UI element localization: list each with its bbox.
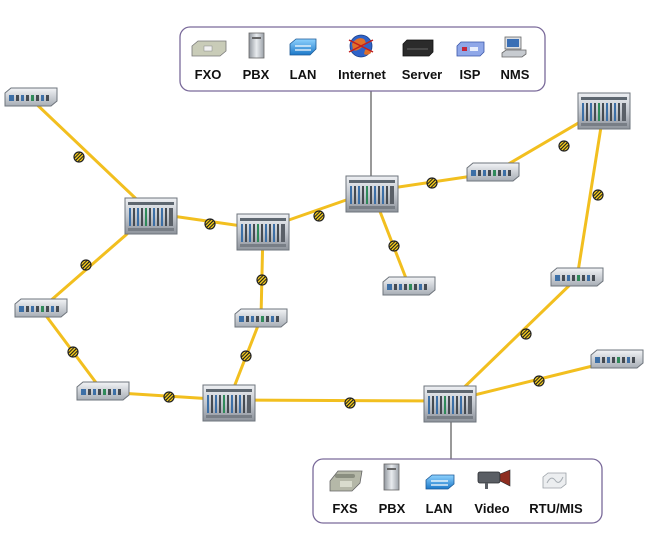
nms-item[interactable]: NMS [501,36,530,82]
link-marker [204,218,216,230]
network-node[interactable] [234,308,288,328]
rtu-mis-item[interactable]: RTU/MIS [529,472,583,516]
link-marker [67,346,79,358]
link-marker [558,140,570,152]
pbx-item[interactable]: PBX [243,32,270,82]
network-node[interactable] [382,276,436,296]
pbx-icon [248,32,265,59]
fxs-label: FXS [332,501,358,516]
isp-router-icon [456,41,485,57]
nms-label: NMS [501,67,530,82]
link-marker [426,177,438,189]
video-camera-icon [477,469,511,489]
link [227,398,452,403]
link-marker [80,259,92,271]
lan-label: LAN [290,67,317,82]
network-links [28,96,619,403]
network-node[interactable] [577,92,631,130]
lan-switch-icon [425,474,455,490]
link-marker [533,375,545,387]
isp-label: ISP [460,67,481,82]
video-label: Video [474,501,509,516]
pbx-label: PBX [243,67,270,82]
link-marker [388,240,400,252]
pbx-label: PBX [379,501,406,516]
top-services-panel: FXO PBX LAN [179,26,546,92]
network-node[interactable] [466,162,520,182]
link-markers [67,140,604,409]
network-node[interactable] [202,384,256,422]
network-node[interactable] [4,87,58,107]
network-node[interactable] [236,213,290,251]
bottom-services-panel: FXS PBX LAN Video [312,458,603,524]
fxo-item[interactable]: FXO [191,40,227,82]
pbx-item[interactable]: PBX [379,463,406,516]
internet-item[interactable]: Internet [338,34,387,82]
rtu-mis-icon [542,472,567,489]
fxo-icon [191,40,227,57]
lan-item[interactable]: LAN [289,38,317,82]
fxo-label: FXO [195,67,222,82]
link [28,96,153,215]
link-marker [240,350,252,362]
network-node[interactable] [590,349,644,369]
server-label: Server [402,67,442,82]
top-panel-frame [179,26,546,92]
rtu-mis-label: RTU/MIS [529,501,583,516]
lan-label: LAN [426,501,453,516]
pbx-icon [383,463,400,491]
fxs-item[interactable]: FXS [329,470,363,516]
lan-switch-icon [289,38,317,56]
network-node[interactable] [124,197,178,235]
network-node[interactable] [550,267,604,287]
link-marker [592,189,604,201]
isp-item[interactable]: ISP [456,41,485,82]
network-node-hub[interactable] [423,385,477,423]
link-marker [313,210,325,222]
link-marker [163,391,175,403]
internet-label: Internet [338,67,386,82]
link [575,106,606,280]
fxs-phone-icon [329,470,363,492]
link-marker [73,151,85,163]
server-item[interactable]: Server [402,39,442,82]
network-node[interactable] [14,298,68,318]
network-node[interactable] [76,381,130,401]
internet-globe-icon [348,34,374,58]
server-icon [402,39,434,57]
link [448,276,579,403]
link-marker [344,397,356,409]
video-item[interactable]: Video [474,469,511,516]
network-node-hub[interactable] [345,175,399,213]
link-marker [256,274,268,286]
nms-computer-icon [501,36,527,58]
lan-item[interactable]: LAN [425,474,455,516]
link-marker [520,328,532,340]
